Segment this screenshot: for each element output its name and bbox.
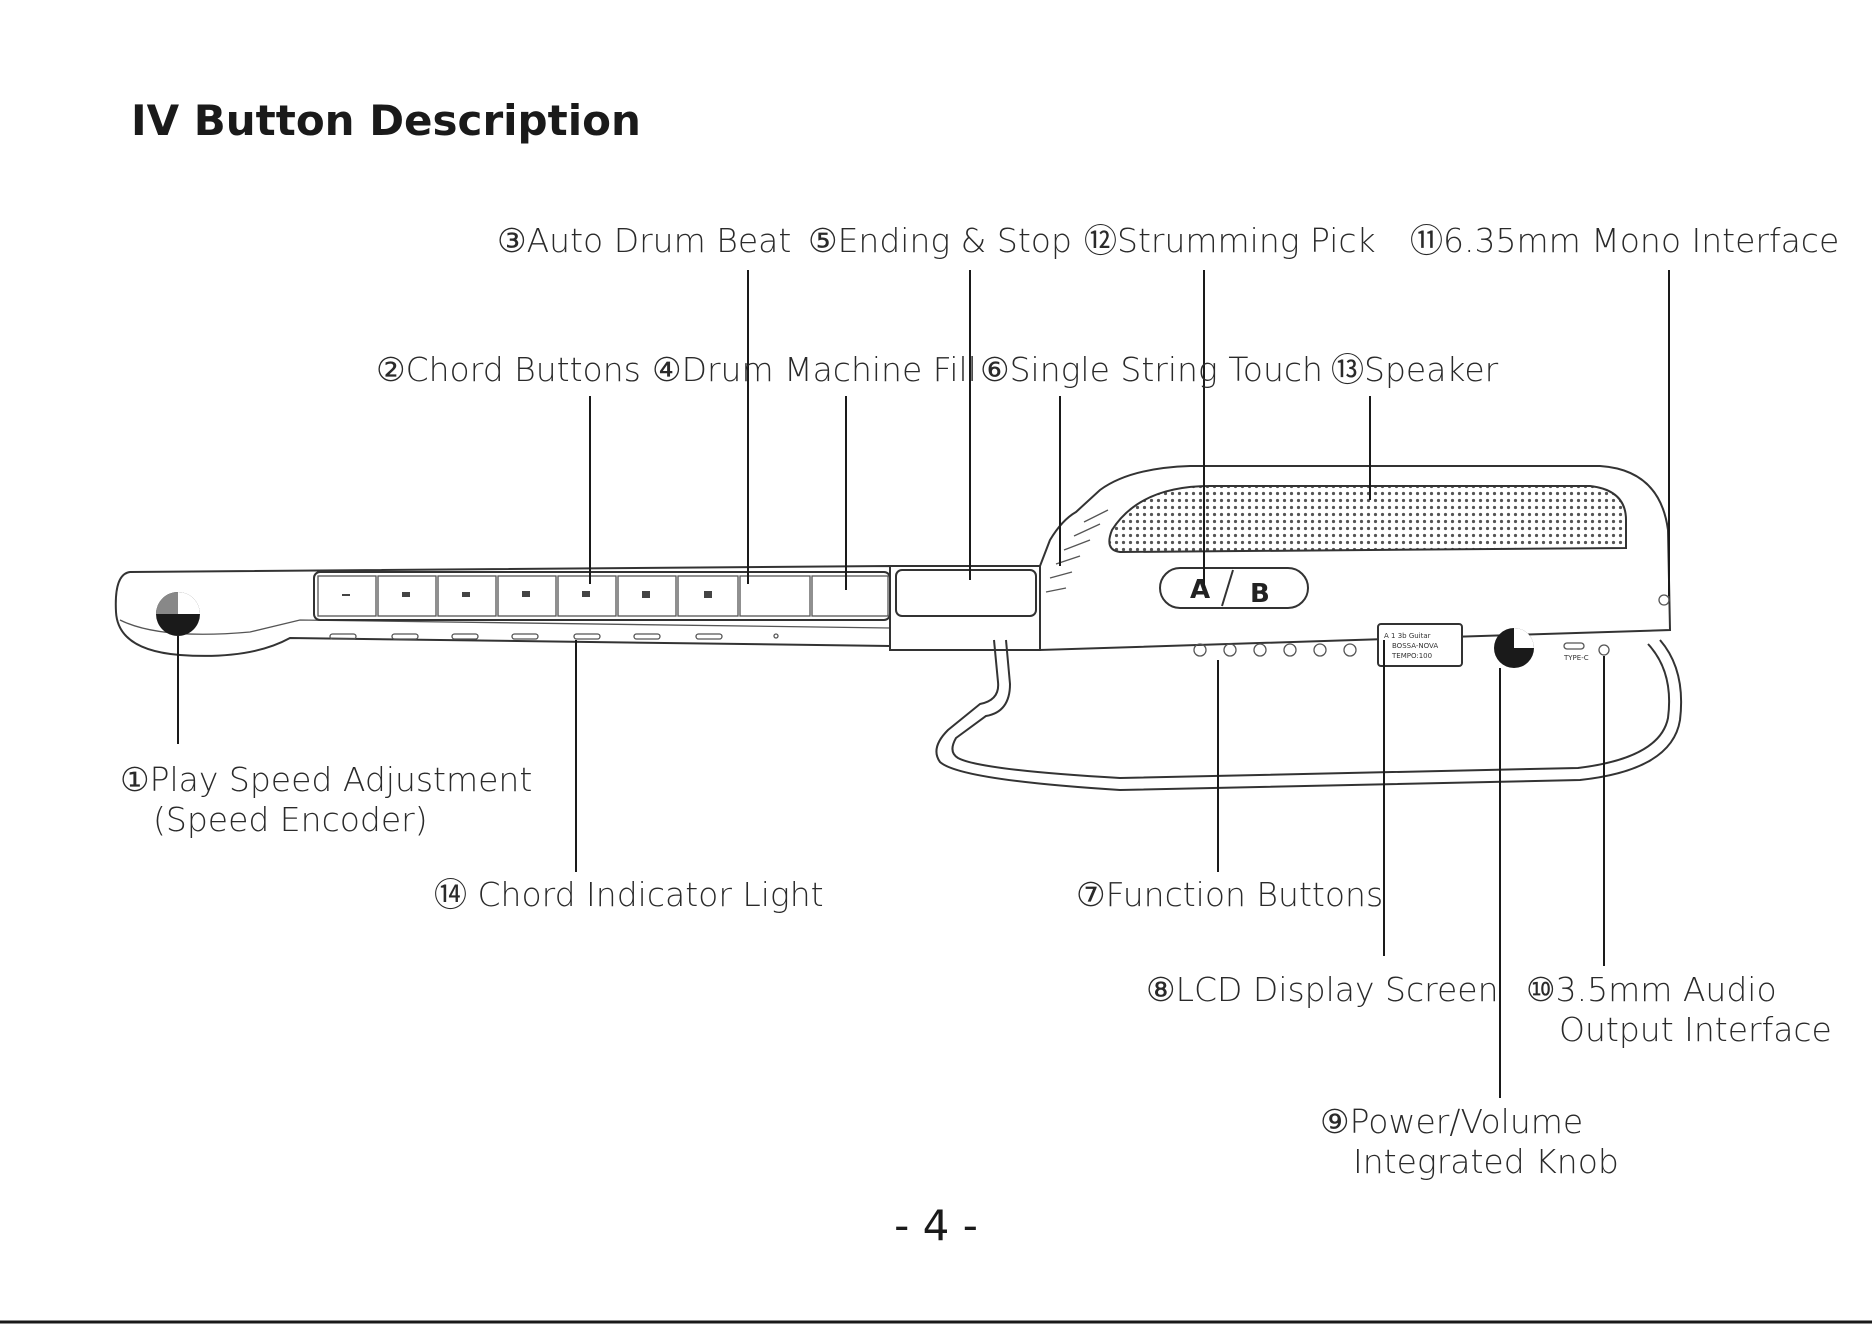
label-lcd-display: ⑧LCD Display Screen	[1146, 970, 1499, 1009]
lcd-line-3: TEMPO:100	[1391, 652, 1432, 660]
lcd-line-1: A 1 3b Guitar	[1384, 632, 1431, 640]
label-play-speed: ①Play Speed Adjustment	[120, 760, 532, 799]
chord-button[interactable]	[497, 575, 557, 617]
label-audio-output-line2: Output Interface	[1559, 1010, 1832, 1049]
strap	[935, 639, 1683, 792]
mono-jack-6-35mm[interactable]	[1658, 594, 1670, 606]
label-integrated-knob: Integrated Knob	[1353, 1142, 1619, 1181]
single-string-touch[interactable]	[1045, 509, 1109, 593]
function-button[interactable]	[1223, 643, 1237, 657]
label-function-buttons: ⑦Function Buttons	[1076, 875, 1383, 914]
function-button[interactable]	[1343, 643, 1357, 657]
label-speaker: ⑬Speaker	[1331, 350, 1499, 389]
pick-label-a: A	[1190, 575, 1210, 605]
chord-button[interactable]	[437, 575, 497, 617]
strumming-pick[interactable]: A B	[1159, 567, 1309, 609]
ending-stop-button[interactable]	[895, 569, 1037, 617]
audio-jack-3-5mm[interactable]	[1598, 644, 1610, 656]
leader-lines	[177, 270, 1670, 1098]
label-audio-output: ⑩3.5mm Audio	[1526, 970, 1777, 1009]
label-strumming-pick: ⑫Strumming Pick	[1084, 221, 1376, 260]
page-number: - 4 -	[894, 1201, 978, 1250]
label-drum-machine-fill: ④Drum Machine Fill	[652, 350, 977, 389]
chord-button[interactable]	[317, 575, 377, 617]
function-button[interactable]	[1253, 643, 1267, 657]
chord-indicator-lights	[329, 633, 779, 640]
chord-button[interactable]	[677, 575, 739, 617]
label-single-string-touch: ⑥Single String Touch	[980, 350, 1323, 389]
speed-encoder-knob[interactable]	[156, 592, 200, 636]
power-volume-knob[interactable]	[1494, 628, 1534, 668]
function-buttons	[1193, 643, 1357, 657]
page-title: IV Button Description	[131, 96, 641, 145]
function-button[interactable]	[1283, 643, 1297, 657]
port-label: TYPE-C	[1563, 654, 1589, 662]
drum-fill-button[interactable]	[811, 575, 889, 617]
chord-button[interactable]	[377, 575, 437, 617]
lcd-line-2: BOSSA-NOVA	[1392, 642, 1438, 650]
chord-button[interactable]	[617, 575, 677, 617]
label-ending-stop: ⑤Ending & Stop	[808, 221, 1072, 260]
label-power-volume: ⑨Power/Volume	[1320, 1102, 1583, 1141]
chord-button-glyphs	[342, 591, 712, 598]
lcd-display: A 1 3b Guitar BOSSA-NOVA TEMPO:100	[1377, 623, 1463, 667]
chord-button-strip	[313, 571, 891, 621]
label-auto-drum-beat: ③Auto Drum Beat	[497, 221, 791, 260]
function-button[interactable]	[1313, 643, 1327, 657]
label-mono-interface: ⑪6.35mm Mono Interface	[1410, 221, 1839, 260]
speaker-grille	[1108, 485, 1627, 554]
usb-c-port[interactable]	[1563, 642, 1585, 650]
label-chord-buttons: ②Chord Buttons	[376, 350, 641, 389]
function-button[interactable]	[1193, 643, 1207, 657]
chord-button[interactable]	[557, 575, 617, 617]
label-chord-indicator: ⑭ Chord Indicator Light	[434, 875, 824, 914]
instrument-body: A B A 1 3b Guitar BOSSA-NOVA TEMPO:100	[114, 465, 1683, 792]
chord-buttons	[317, 575, 889, 617]
pick-label-b: B	[1250, 579, 1270, 609]
callout-labels: ③Auto Drum Beat ⑤Ending & Stop ⑫Strummin…	[120, 221, 1839, 1181]
side-ports: TYPE-C	[1563, 594, 1670, 662]
auto-drum-beat-button[interactable]	[739, 575, 811, 617]
label-speed-encoder: (Speed Encoder)	[153, 800, 428, 839]
